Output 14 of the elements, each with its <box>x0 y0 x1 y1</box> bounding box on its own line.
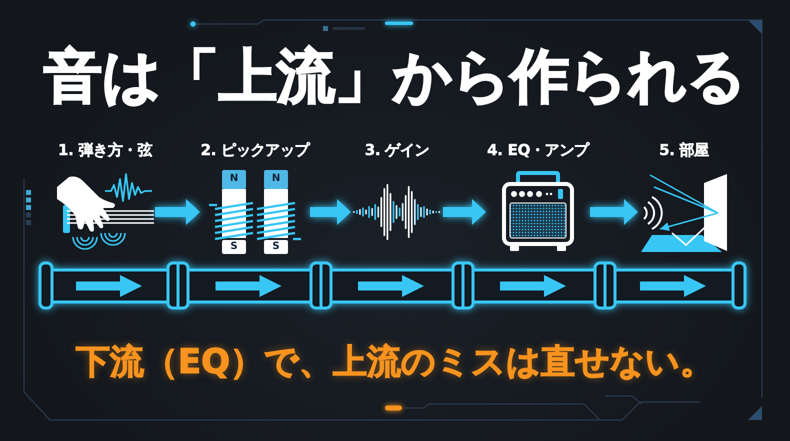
arrow <box>443 199 486 225</box>
step-label: 5. 部屋 <box>659 140 709 160</box>
title-heading: 音は「上流」から作られる <box>44 41 746 112</box>
caption-text: 下流（EQ）で、上流のミスは直せない。 <box>76 341 714 384</box>
step-label: 4. EQ・アンプ <box>487 140 589 160</box>
arrow <box>155 199 200 225</box>
magnet-pole-label: S <box>230 242 238 252</box>
magnet-pole-label: S <box>272 242 280 252</box>
step-label: 3. ゲイン <box>364 140 430 160</box>
step-label: 1. 弾き方・弦 <box>58 140 152 160</box>
magnet-pole-label: N <box>272 174 280 184</box>
magnet-pole-label: N <box>230 174 238 184</box>
arrow <box>310 199 351 225</box>
step-label: 2. ピックアップ <box>200 140 310 160</box>
